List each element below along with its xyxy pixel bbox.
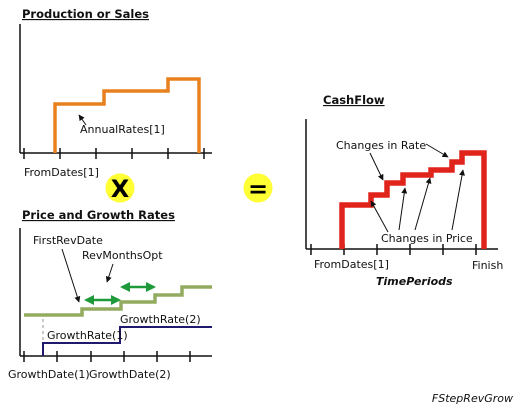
changes-in-price-arrow-4 (451, 169, 465, 231)
production-title: Production or Sales (22, 7, 149, 21)
changes-in-rate-arrow-1 (369, 152, 384, 181)
growth-rate-2-label: GrowthRate(2) (120, 313, 201, 326)
first-rev-date-label: FirstRevDate (33, 234, 103, 247)
multiply-operator: X (105, 173, 135, 203)
cashflow-title: CashFlow (323, 93, 385, 107)
growth-rate-1-label: GrowthRate(1) (47, 329, 128, 342)
annual-rates-label: AnnualRates[1] (80, 123, 165, 136)
from-dates-label-right: FromDates[1] (314, 258, 389, 271)
growth-date-1-label: GrowthDate(1) (8, 368, 90, 381)
production-axes (19, 24, 212, 159)
growth-date-2-label: GrowthDate(2) (89, 368, 171, 381)
price-growth-axes (19, 228, 212, 362)
changes-in-price-arrow-1 (370, 200, 389, 233)
first-rev-date-arrow (61, 248, 81, 303)
from-dates-label-left: FromDates[1] (24, 166, 99, 179)
finish-label: Finish (472, 259, 503, 272)
equals-icon: = (248, 175, 268, 203)
growth-rate-step-line (42, 326, 212, 356)
annual-rates-arrow (78, 114, 87, 126)
rev-months-opt-label: RevMonthsOpt (82, 249, 163, 262)
production-step-line (53, 77, 201, 153)
cashflow-step-line (339, 150, 487, 249)
price-growth-title: Price and Growth Rates (22, 208, 175, 222)
changes-in-rate-arrow-2 (425, 143, 449, 158)
price-step-line (24, 285, 212, 317)
cashflow-axes (305, 119, 498, 255)
changes-in-price-label: Changes in Price (381, 232, 473, 245)
changes-in-price-arrow-2 (398, 187, 408, 231)
changes-in-price-arrow-3 (414, 177, 432, 231)
changes-in-rate-label: Changes in Rate (336, 139, 426, 152)
time-periods-label: TimePeriods (376, 275, 453, 288)
multiply-icon: X (111, 175, 130, 203)
rev-months-opt-arrow (105, 263, 114, 283)
equals-operator: = (243, 173, 273, 203)
figure-id-label: FStepRevGrow (432, 392, 513, 405)
